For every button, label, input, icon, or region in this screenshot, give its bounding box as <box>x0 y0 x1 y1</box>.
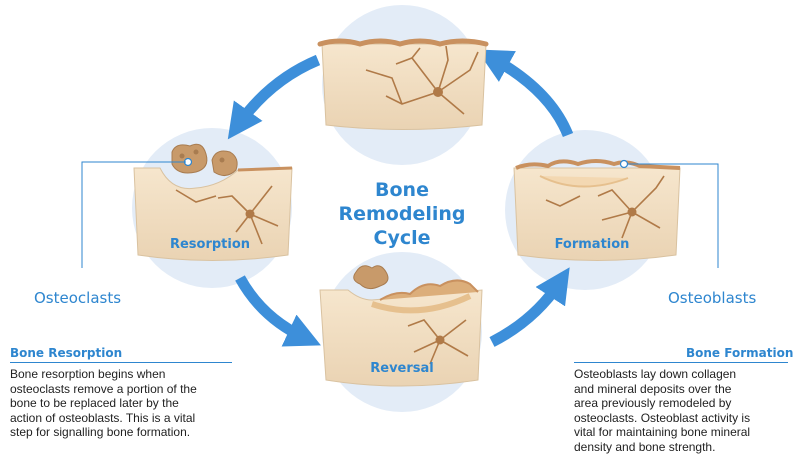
stage-label-resorption: Resorption <box>150 237 270 252</box>
note-line: step for signalling bone formation. <box>10 425 240 440</box>
note-line: action of osteoblasts. This is a vital <box>10 411 240 426</box>
curved-arrow-icon <box>238 60 318 125</box>
note-divider <box>574 362 788 363</box>
curved-arrow-icon <box>240 278 305 338</box>
note-body-resorption: Bone resorption begins when osteoclasts … <box>10 367 240 440</box>
bone-block-top <box>320 41 486 130</box>
note-line: density and bone strength. <box>574 440 790 455</box>
note-line: area previously remodeled by <box>574 396 790 411</box>
title-line: Remodeling <box>322 202 482 226</box>
title-line: Cycle <box>322 226 482 250</box>
note-line: and mineral deposits over the <box>574 382 790 397</box>
note-line: bone to be replaced later by the <box>10 396 240 411</box>
note-line: vital for maintaining bone mineral <box>574 425 790 440</box>
osteoblast-pointer-dot <box>621 161 628 168</box>
note-divider <box>10 362 232 363</box>
stage-label-reversal: Reversal <box>342 361 462 376</box>
curved-arrow-icon <box>492 282 560 342</box>
note-line: Osteoblasts lay down collagen <box>574 367 790 382</box>
note-heading-resorption: Bone Resorption <box>10 346 122 360</box>
stage-label-formation: Formation <box>532 237 652 252</box>
note-line: Bone resorption begins when <box>10 367 240 382</box>
note-body-formation: Osteoblasts lay down collagen and minera… <box>574 367 790 455</box>
note-heading-formation: Bone Formation <box>686 346 793 360</box>
curved-arrow-icon <box>492 58 568 135</box>
osteoblasts-label: Osteoblasts <box>668 289 756 307</box>
diagram-title: Bone Remodeling Cycle <box>322 178 482 250</box>
note-line: osteoclasts remove a portion of the <box>10 382 240 397</box>
title-line: Bone <box>322 178 482 202</box>
note-line: osteoclasts. Osteoblast activity is <box>574 411 790 426</box>
osteoclasts-label: Osteoclasts <box>34 289 121 307</box>
